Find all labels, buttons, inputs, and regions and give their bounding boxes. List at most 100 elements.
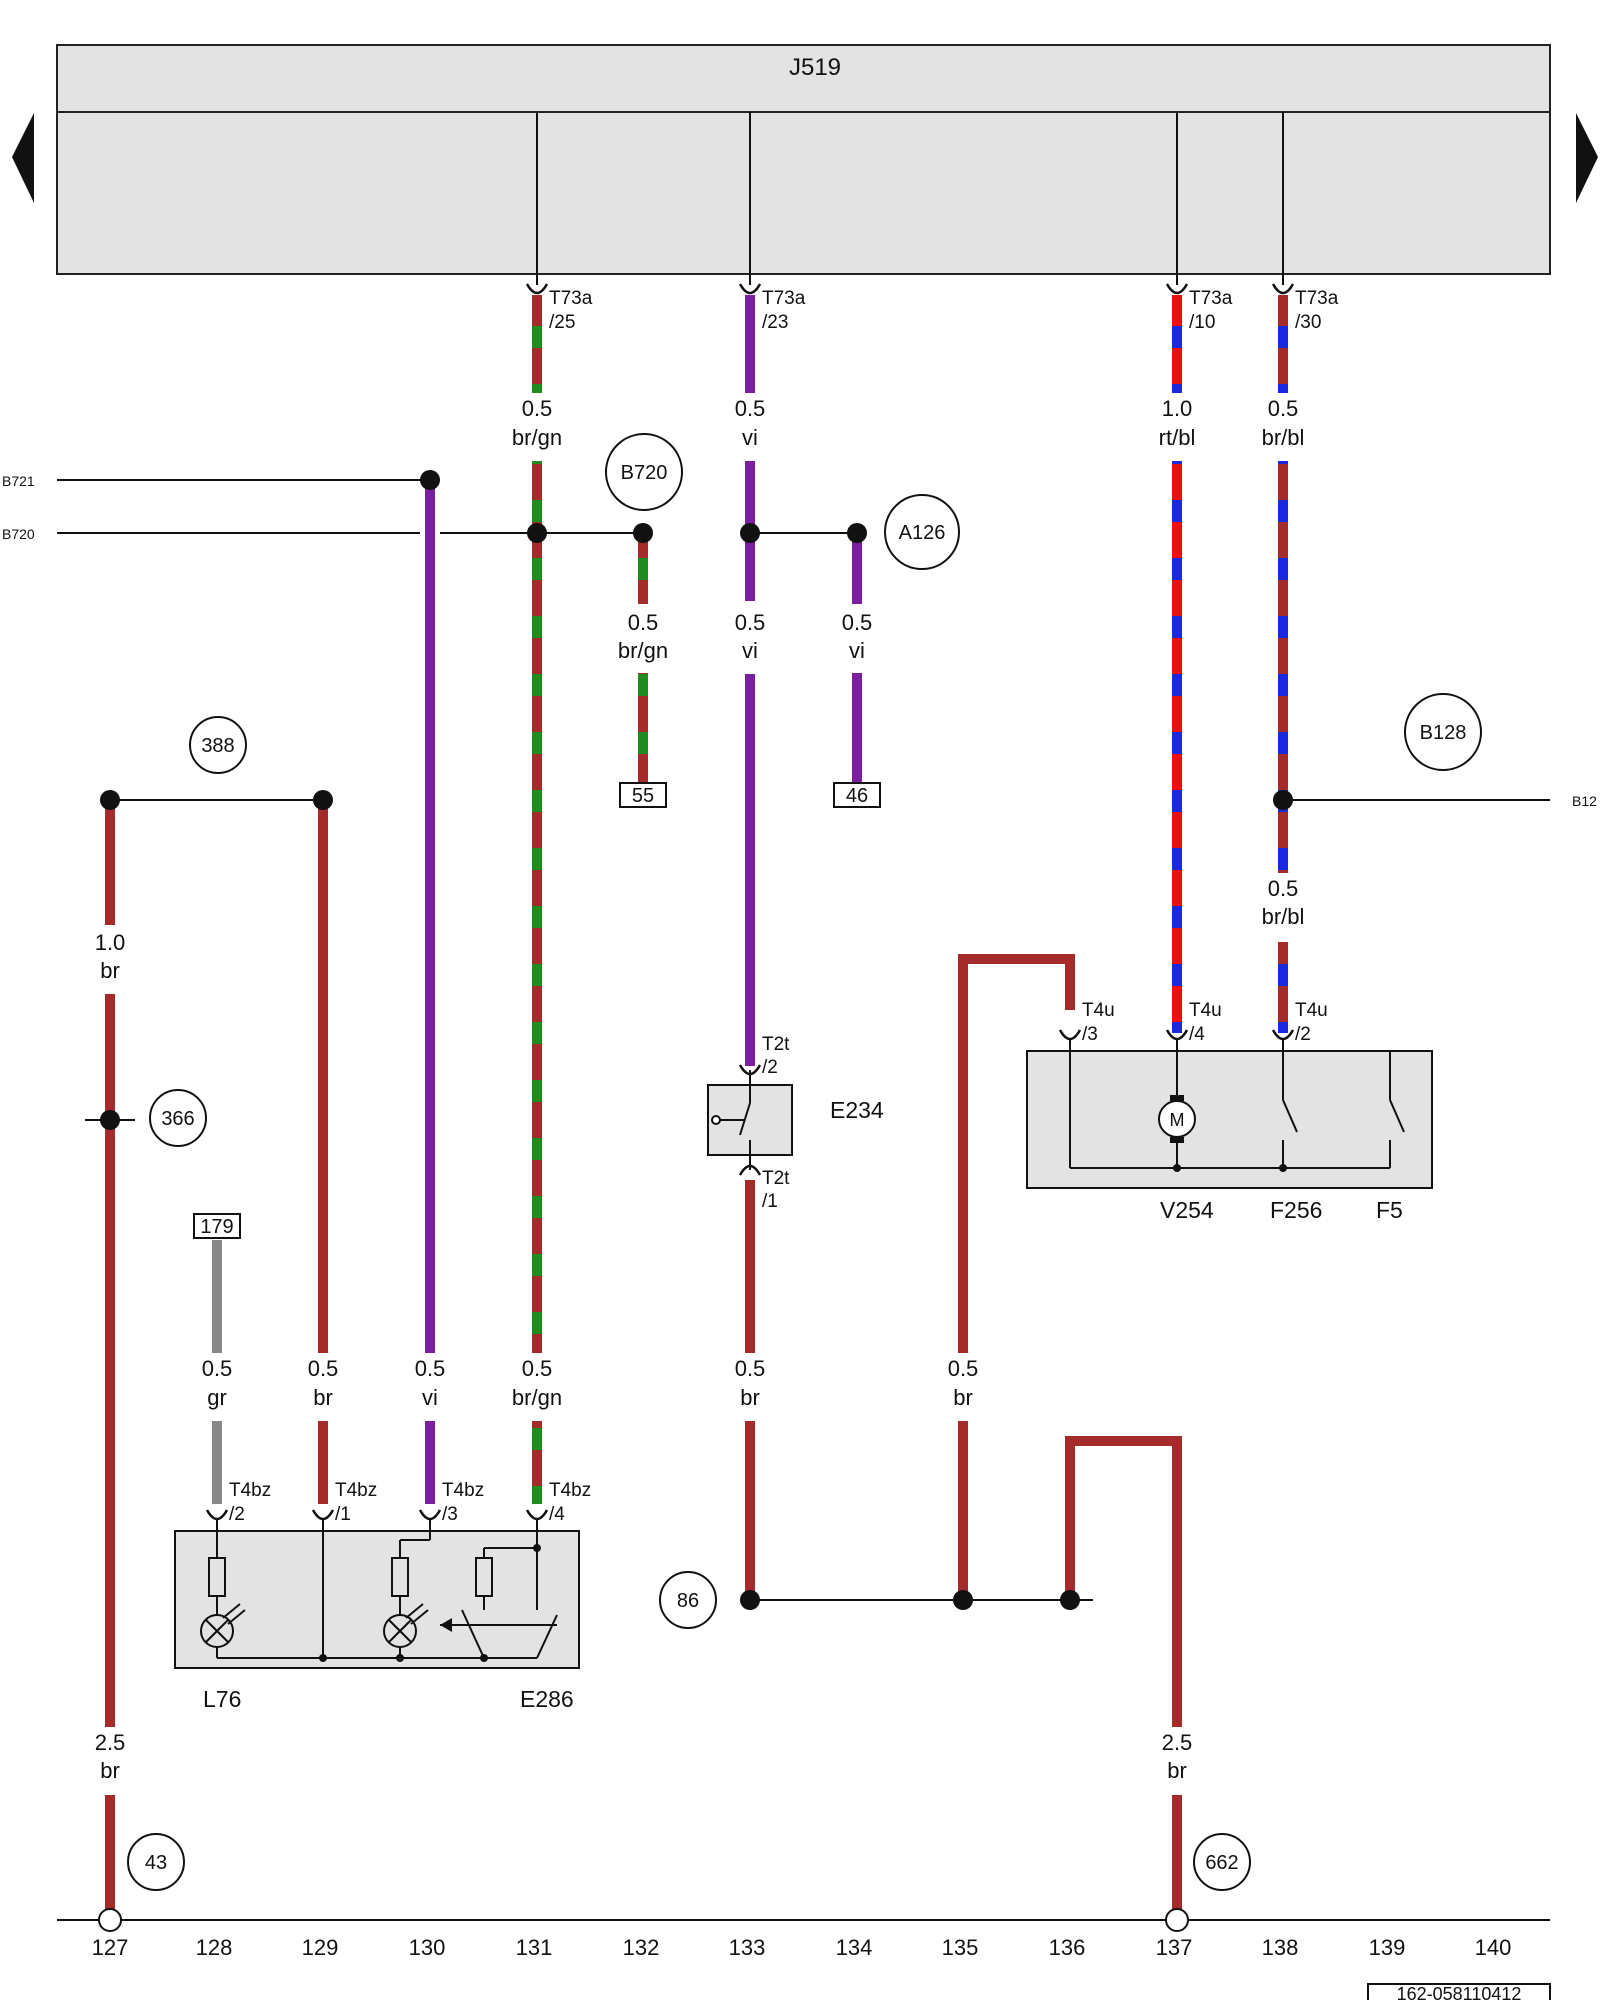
control-unit-j519: J519	[56, 44, 1551, 275]
ecu-connector-forks	[525, 283, 1295, 295]
pin-number: /2	[1295, 1024, 1311, 1045]
motor-symbol: M	[1170, 1110, 1185, 1130]
junction-dot	[740, 1590, 760, 1610]
pin-number: /2	[762, 1057, 778, 1078]
wire-size: 0.5	[628, 610, 659, 635]
wire-color: rt/bl	[1159, 425, 1196, 450]
track-number: 130	[409, 1935, 446, 1960]
wire-vi	[745, 674, 755, 1066]
wire-color: br/gn	[512, 425, 562, 450]
svg-text:B128: B128	[1420, 722, 1467, 744]
document-id: 162-058110412	[1367, 1983, 1551, 2000]
switch-e234: E234 T2t /2 T2t /1	[707, 1034, 884, 1212]
wire-vi	[852, 536, 862, 604]
wire-vi	[425, 1421, 435, 1504]
component-e234-label: E234	[830, 1097, 884, 1123]
wire-color: br/bl	[1262, 425, 1305, 450]
connector-fork-icon	[418, 1509, 442, 1521]
pin-connector: T73a	[549, 288, 593, 309]
pin-number: /1	[762, 1191, 778, 1212]
wire-br-loop	[958, 954, 1075, 1353]
pin-number: /4	[549, 1504, 565, 1525]
svg-text:366: 366	[161, 1108, 194, 1130]
pin-connector: T2t	[762, 1034, 790, 1055]
wire-size: 0.5	[202, 1356, 233, 1381]
track-number: 127	[92, 1935, 129, 1960]
track-number: 139	[1369, 1935, 1406, 1960]
junction-dot	[100, 1110, 120, 1130]
motor-icon	[1158, 1100, 1196, 1138]
track-number: 131	[516, 1935, 553, 1960]
circle-ref-662: 662	[1193, 1833, 1251, 1891]
wire-size: 1.0	[1162, 396, 1193, 421]
wire-size: 2.5	[1162, 1730, 1193, 1755]
component-l76-label: L76	[203, 1686, 241, 1712]
wire-color: br/gn	[618, 638, 668, 663]
wire-vi	[852, 673, 862, 785]
connector-fork-icon	[1058, 1029, 1082, 1041]
track-number: 138	[1262, 1935, 1299, 1960]
wire-br	[958, 1421, 968, 1603]
junction-dot	[100, 790, 120, 810]
junction-dot	[1273, 790, 1293, 810]
svg-text:662: 662	[1205, 1852, 1238, 1874]
wire-color: br	[313, 1385, 333, 1410]
wire-br	[318, 1421, 328, 1504]
pin-connector: T73a	[1295, 288, 1339, 309]
svg-text:86: 86	[677, 1590, 699, 1612]
connector-fork-icon	[1271, 1029, 1295, 1041]
component-f5-label: F5	[1376, 1197, 1403, 1223]
track-number: 137	[1156, 1935, 1193, 1960]
box-ref-179: 179	[193, 1213, 241, 1239]
junction-dot	[420, 470, 440, 490]
component-f256-label: F256	[1270, 1197, 1322, 1223]
side-ref-b720: B720	[2, 526, 35, 542]
junction-dots	[100, 470, 1293, 1610]
wire-color: vi	[849, 638, 865, 663]
wire-size: 0.5	[948, 1356, 979, 1381]
wire-size: 0.5	[735, 610, 766, 635]
connector-fork-icon	[1271, 283, 1295, 295]
pin-connector: T4bz	[442, 1480, 484, 1501]
previous-page-arrow-icon[interactable]	[12, 113, 34, 203]
wire-vi	[425, 480, 435, 1353]
wire-br-gn	[532, 461, 542, 1353]
wires	[105, 295, 1288, 1915]
wire-labels: 0.5 br/gn 0.5 vi 1.0 rt/bl 0.5 br/bl 0.5…	[95, 396, 1305, 1783]
track-number: 133	[729, 1935, 766, 1960]
pin-connector: T4u	[1295, 1000, 1328, 1021]
connector-fork-icon	[205, 1509, 229, 1521]
junction-dot	[633, 523, 653, 543]
ecu-title: J519	[789, 54, 841, 81]
junction-dot	[313, 790, 333, 810]
wire-br-bl	[1278, 461, 1288, 873]
wire-br-gn	[532, 295, 542, 393]
wire-color: br	[740, 1385, 760, 1410]
ecu-pin-labels: T73a /25 T73a /23 T73a /10 T73a /30	[549, 288, 1339, 333]
pin-connector: T4bz	[335, 1480, 377, 1501]
pin-connector: T4bz	[229, 1480, 271, 1501]
wire-br	[105, 994, 115, 1727]
connector-fork-icon	[738, 1164, 762, 1176]
component-e286-label: E286	[520, 1686, 574, 1712]
track-number: 129	[302, 1935, 339, 1960]
circle-ref-b720: B720	[605, 433, 683, 511]
circle-ref-b128: B128	[1404, 693, 1482, 771]
junction-dot	[527, 523, 547, 543]
wire-br	[1172, 1795, 1182, 1915]
circle-ref-a126: A126	[884, 494, 960, 570]
motor-assembly-v254: M T4u /3 T4u /4 T4u /2 V254 F256 F5	[1026, 1000, 1433, 1223]
wire-br-gn	[532, 1421, 542, 1504]
wire-size: 0.5	[415, 1356, 446, 1381]
junction-dot	[953, 1590, 973, 1610]
wire-size: 0.5	[735, 396, 766, 421]
wire-br-gn	[638, 536, 648, 604]
pin-connector: T4u	[1082, 1000, 1115, 1021]
wire-size: 0.5	[842, 610, 873, 635]
pin-connector: T73a	[762, 288, 806, 309]
wire-gr	[212, 1240, 222, 1353]
next-page-arrow-icon[interactable]	[1576, 113, 1598, 203]
track-number: 134	[836, 1935, 873, 1960]
junction-dot	[740, 523, 760, 543]
connector-fork-icon	[1165, 283, 1189, 295]
